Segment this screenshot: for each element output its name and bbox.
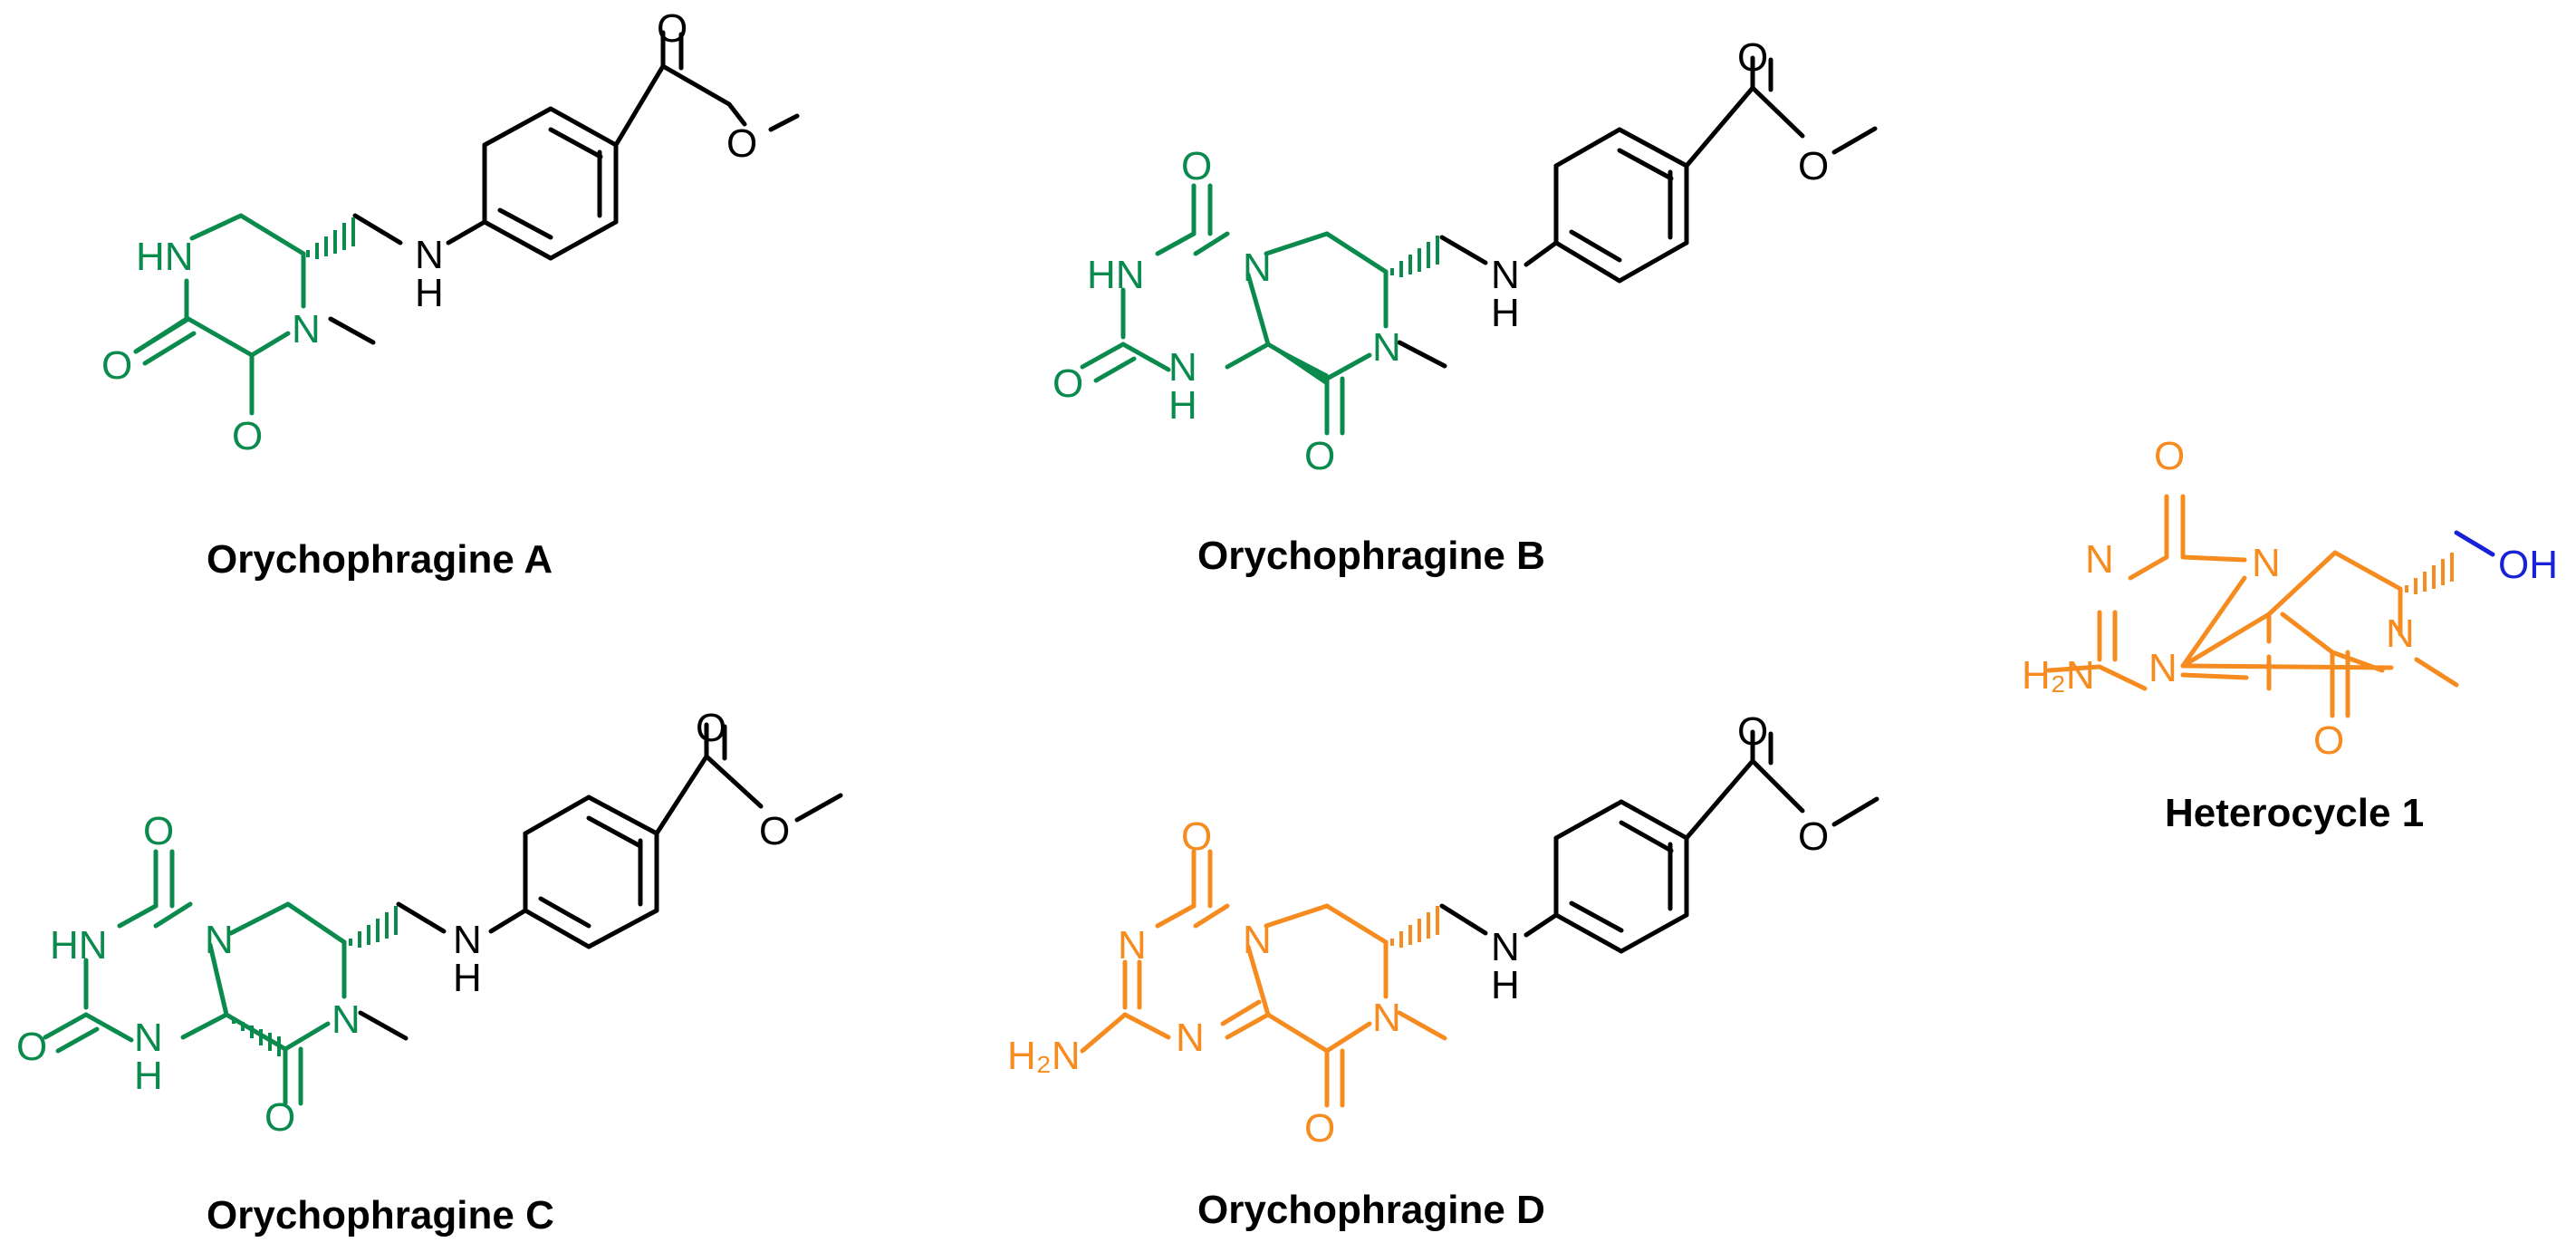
caption-heterocycle-1: Heterocycle 1 bbox=[2165, 791, 2424, 835]
atom-N-bottom-h1: N bbox=[2148, 646, 2177, 690]
atom-H-ring-c: H bbox=[134, 1054, 163, 1098]
bold-wedge-b bbox=[1267, 342, 1329, 387]
benzoate-group-c: O O bbox=[488, 706, 843, 949]
atom-O-top-d: O bbox=[1181, 814, 1212, 859]
triazinedione-core-c: N N HN N H O O O bbox=[16, 809, 409, 1140]
atom-N-methyl-b: N bbox=[1372, 325, 1401, 370]
caption-orychophragine-c: Orychophragine C bbox=[207, 1193, 554, 1238]
atom-O-bottom-c: O bbox=[264, 1095, 295, 1140]
atom-O-carbonyl-c: O bbox=[696, 706, 726, 750]
atom-N-bridge-h1: N bbox=[2252, 541, 2281, 585]
atom-O-carbonyl-d: O bbox=[1737, 709, 1768, 754]
hash-wedge-b bbox=[1390, 236, 1439, 277]
atom-OH-h1: OH bbox=[2498, 543, 2558, 587]
caption-orychophragine-a: Orychophragine A bbox=[207, 537, 553, 582]
atom-NH-linker-b: N bbox=[1491, 253, 1520, 297]
atom-O-bottom-b: O bbox=[1304, 434, 1335, 478]
benzoate-group-b: O O bbox=[1523, 35, 1878, 284]
piperazinedione-core-a: HN N O O bbox=[101, 213, 376, 458]
hash-wedge-h1 bbox=[2405, 553, 2454, 594]
atom-N-methyl-c: N bbox=[332, 997, 360, 1042]
atom-N-topleft-h1: N bbox=[2085, 537, 2114, 582]
atom-H-linker-d: H bbox=[1491, 963, 1520, 1007]
atom-O-bottom-h1: O bbox=[2313, 718, 2344, 763]
atom-O-carbonyl-b: O bbox=[1737, 35, 1768, 80]
atom-NH-linker-a: N bbox=[415, 233, 444, 277]
atom-O-ester-a: O bbox=[726, 121, 757, 166]
atom-HN-ring-c: HN bbox=[50, 923, 108, 968]
molecule-heterocycle-1: O N N OH H₂N N N O Heterocycle 1 bbox=[2022, 434, 2558, 835]
hash-wedge-d bbox=[1390, 906, 1439, 948]
atom-H-linker-c: H bbox=[453, 956, 482, 1000]
atom-O-top-c: O bbox=[143, 809, 174, 853]
atom-H-ring-b: H bbox=[1168, 383, 1197, 428]
atom-O-ester-d: O bbox=[1798, 814, 1829, 859]
atom-H-linker-b: H bbox=[1491, 291, 1520, 335]
atom-N-bridge-c: N bbox=[205, 918, 234, 962]
hash-wedge-c bbox=[349, 906, 398, 948]
atom-N-bottom-d: N bbox=[1176, 1016, 1205, 1060]
atom-HN-ring-a: HN bbox=[136, 235, 194, 279]
atom-NH-linker-c: N bbox=[453, 918, 482, 962]
atom-O-ester-b: O bbox=[1798, 144, 1829, 188]
atom-O-bottom-d: O bbox=[1304, 1106, 1335, 1151]
atom-NH-linker-d: N bbox=[1491, 925, 1520, 969]
amine-linker-b: N H bbox=[1439, 235, 1520, 335]
amine-linker-d: N H bbox=[1439, 903, 1520, 1007]
atom-O-carbonyl-a: O bbox=[657, 6, 687, 51]
amine-linker-a: N H bbox=[352, 213, 444, 315]
atom-N-methyl-d: N bbox=[1372, 996, 1401, 1040]
atom-N-methyl-a: N bbox=[292, 307, 321, 352]
atom-N-methyl-h1: N bbox=[2386, 612, 2415, 656]
caption-orychophragine-b: Orychophragine B bbox=[1197, 534, 1545, 578]
molecule-orychophragine-d: O O N H bbox=[1007, 709, 1879, 1232]
benzoate-group-d: O O bbox=[1523, 709, 1879, 954]
atom-O-left-c: O bbox=[16, 1025, 47, 1069]
molecule-orychophragine-b: O O N H bbox=[1053, 35, 1878, 578]
atom-H2N-d: H₂N bbox=[1007, 1034, 1081, 1078]
benzoate-group-a: O O bbox=[446, 6, 800, 261]
atom-N-bridge-d: N bbox=[1243, 918, 1272, 962]
atom-NH-ring-b: N bbox=[1168, 345, 1197, 390]
atom-H-linker-a: H bbox=[415, 271, 444, 315]
caption-orychophragine-d: Orychophragine D bbox=[1197, 1188, 1545, 1232]
atom-O-left-b: O bbox=[1053, 361, 1083, 406]
atom-O-top-b: O bbox=[1181, 144, 1212, 188]
atom-N-bridge-b: N bbox=[1243, 246, 1272, 290]
atom-O-top-h1: O bbox=[2154, 434, 2185, 478]
atom-N-topleft-d: N bbox=[1118, 923, 1147, 968]
atom-O-left-a: O bbox=[101, 343, 132, 388]
atom-H2N-h1: H₂N bbox=[2022, 653, 2095, 698]
triazinedione-core-b: N N HN N H O O O bbox=[1053, 144, 1447, 478]
atom-O-ester-c: O bbox=[759, 809, 790, 853]
amine-linker-c: N H bbox=[396, 901, 482, 1000]
molecule-orychophragine-c: O O N H bbox=[16, 706, 843, 1238]
molecule-orychophragine-a: O O N H bbox=[101, 6, 800, 582]
hash-wedge-a bbox=[306, 217, 355, 259]
atom-HN-ring-b: HN bbox=[1087, 253, 1145, 297]
pteridinone-core-d: N N N N H₂N O O bbox=[1007, 814, 1447, 1151]
hash-wedge-c-ring bbox=[232, 1018, 281, 1056]
atom-NH-ring-c: N bbox=[134, 1016, 163, 1060]
atom-O-bottom-a: O bbox=[232, 414, 263, 458]
